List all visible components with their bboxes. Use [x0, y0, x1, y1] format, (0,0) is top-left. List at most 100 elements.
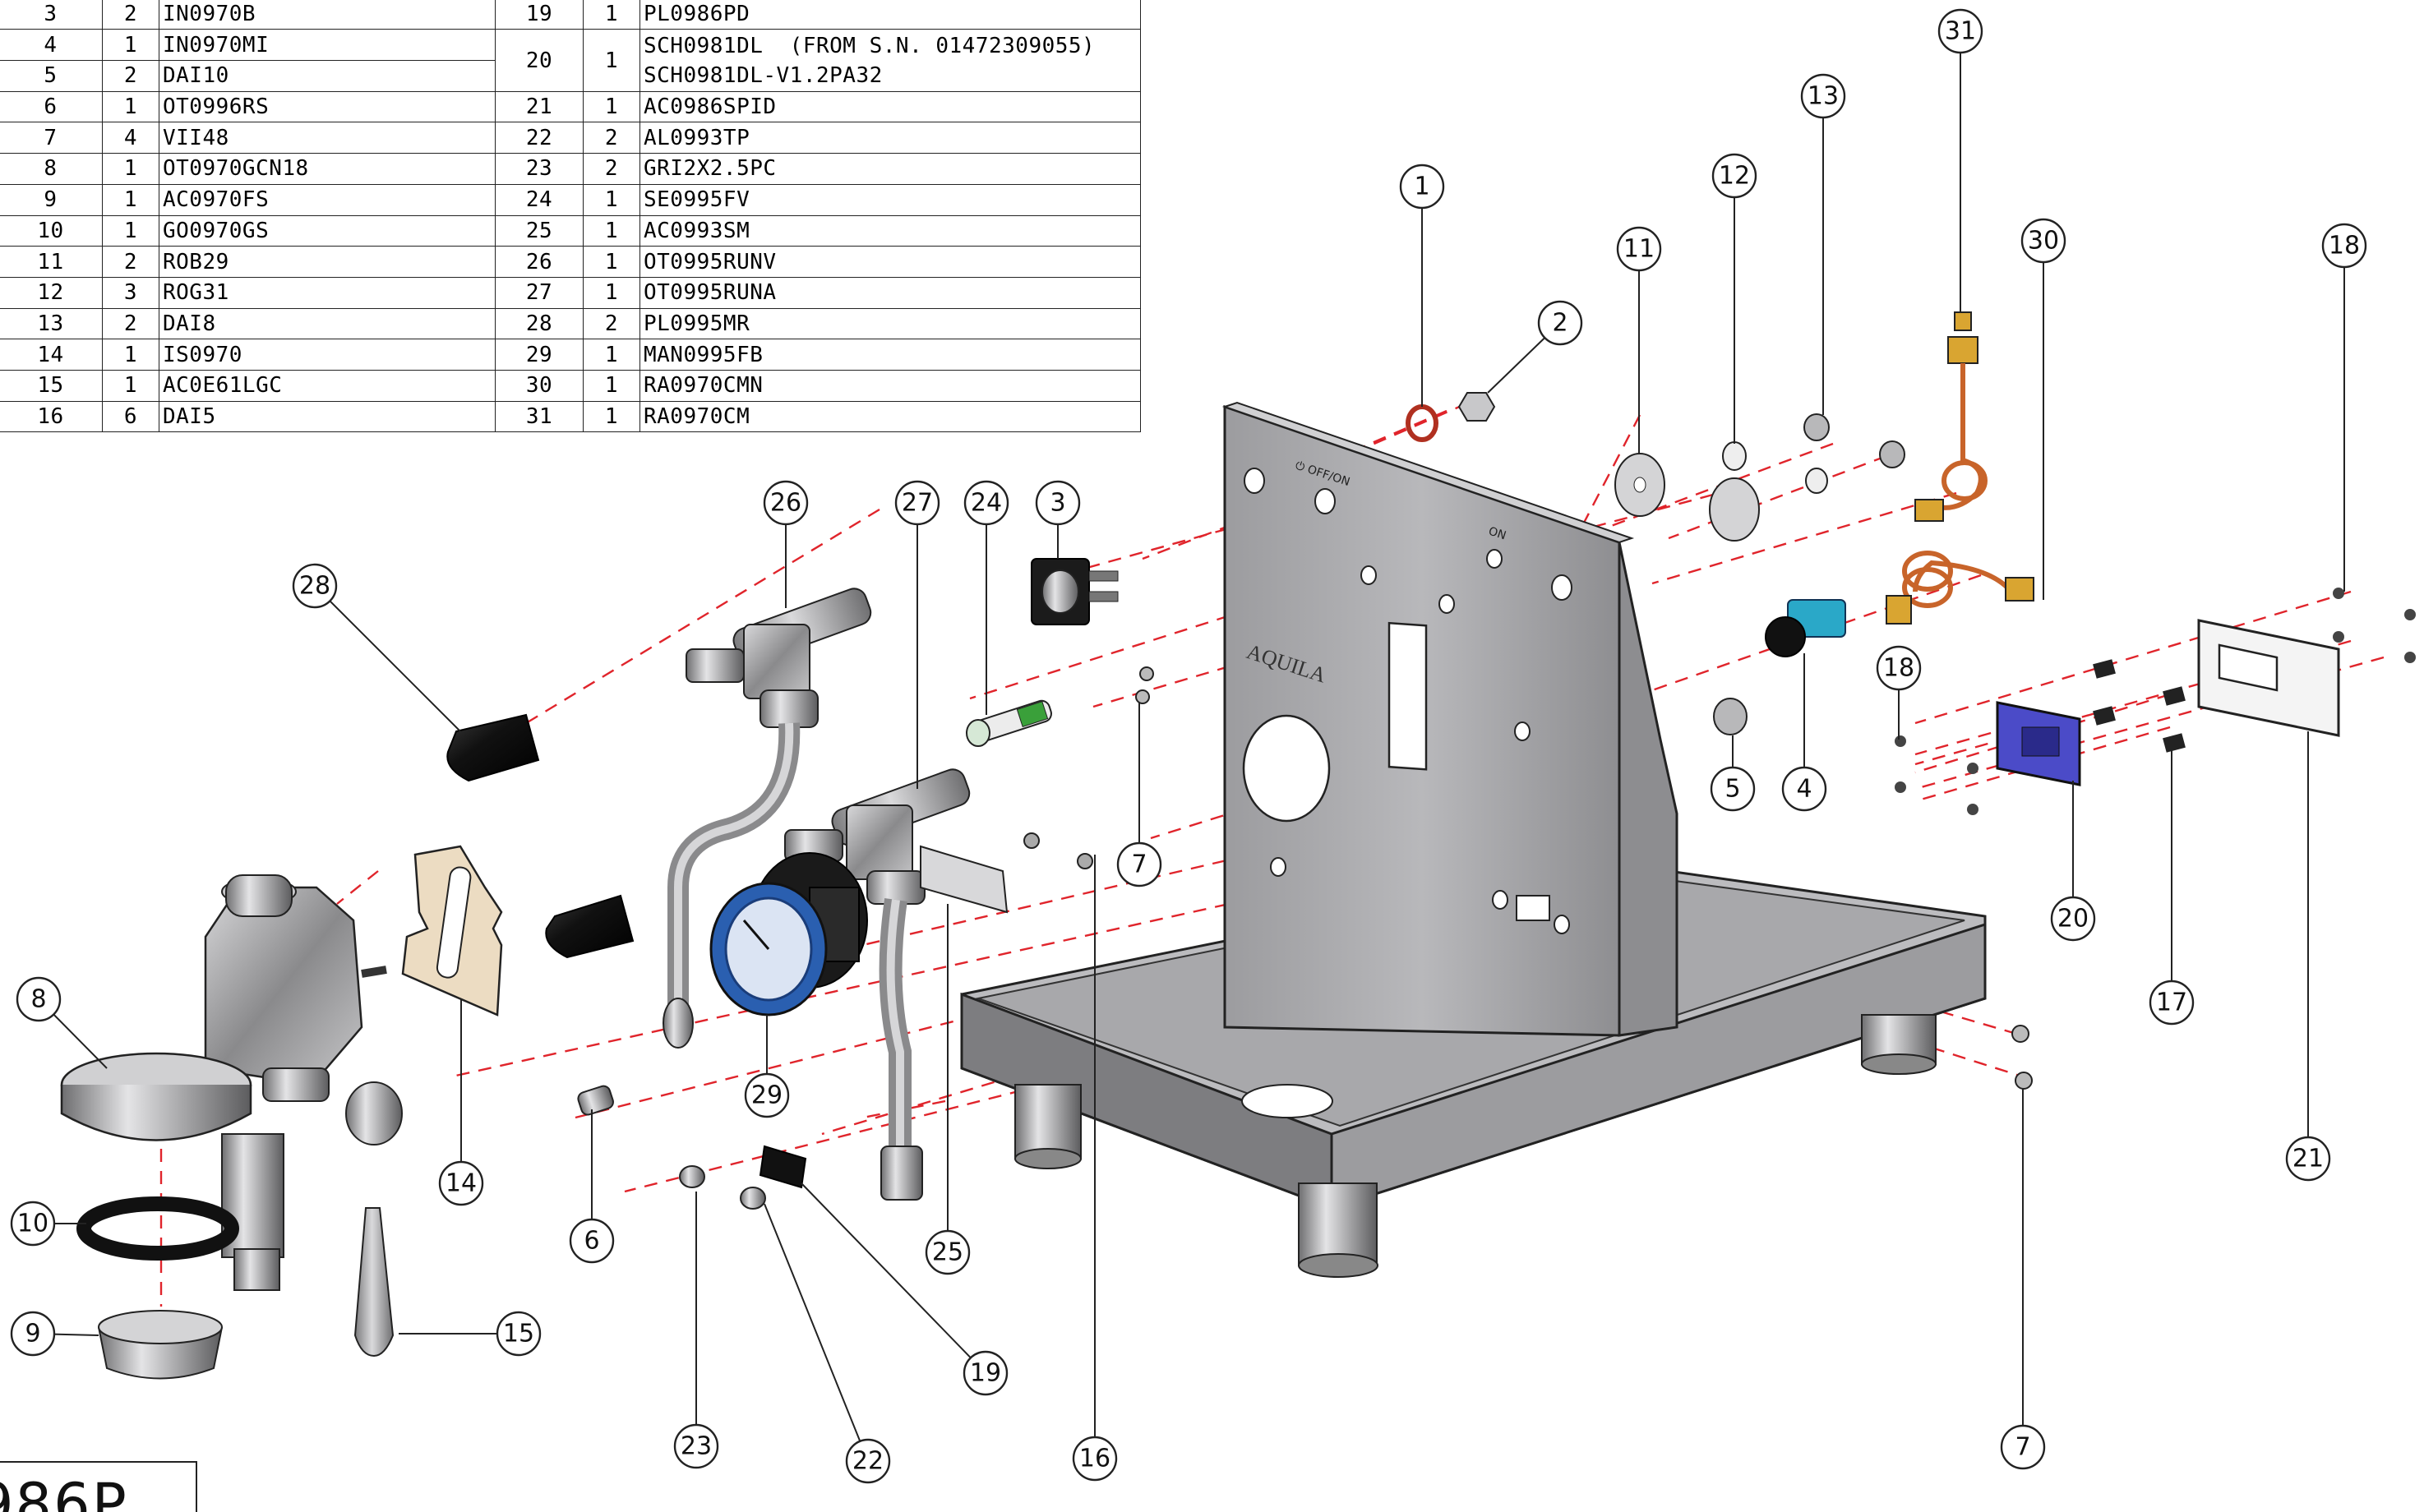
spacers-and-screws: [1895, 588, 2416, 815]
callout-number: 13: [1808, 82, 1839, 111]
callout-circle: [16, 976, 62, 1022]
group-head-part-8: [60, 874, 403, 1291]
bom-cell-n1: 15: [0, 369, 103, 402]
callout-29: 29: [744, 1072, 790, 1118]
callout-13: 13: [1800, 73, 1846, 119]
callout-circle: [10, 1311, 56, 1357]
bom-cell-n1: 3: [0, 0, 103, 30]
callout-circle: [438, 1160, 484, 1206]
bom-cell-n2: 26: [495, 246, 584, 278]
cover-plate-part-21: [2197, 619, 2340, 737]
bom-cell-c2: RA0970CM: [639, 400, 1141, 433]
callout-number: 26: [770, 489, 801, 518]
bom-cell-n2: 21: [495, 90, 584, 123]
bom-cell-q2: 1: [583, 29, 640, 92]
callout-number: 17: [2156, 989, 2187, 1017]
bom-cell-n1: 9: [0, 183, 103, 216]
bom-cell-c1: AC0E61LGC: [159, 369, 496, 402]
bom-cell-q1: 3: [102, 276, 159, 309]
callout-5: 5: [1710, 766, 1756, 812]
callout-7: 7: [2000, 1424, 2046, 1470]
callout-circle: [744, 1072, 790, 1118]
bracket-part-25: [920, 845, 1009, 914]
callout-18: 18: [1876, 645, 1922, 691]
callout-number: 6: [584, 1227, 599, 1256]
callout-number: 12: [1719, 162, 1750, 191]
callout-number: 9: [25, 1320, 40, 1348]
callout-number: 27: [902, 489, 933, 518]
callout-number: 10: [17, 1210, 48, 1238]
callout-circle: [2149, 980, 2195, 1026]
callout-circle: [894, 480, 940, 526]
bom-cell-q2: 1: [583, 339, 640, 371]
callout-10: 10: [10, 1201, 56, 1247]
callout-number: 28: [299, 572, 330, 601]
callout-number: 19: [970, 1359, 1001, 1388]
callout-9: 9: [10, 1311, 56, 1357]
bom-cell-q2: 1: [583, 400, 640, 433]
display-board-part-20: [1996, 701, 2081, 786]
bom-cell-n1: 4: [0, 29, 103, 62]
bill-of-materials-table: 23OT0970GH188VIPL3X832IN0970B191PL0986PD…: [0, 0, 1141, 433]
callout-6: 6: [569, 1218, 615, 1264]
callout-circle: [925, 1229, 971, 1275]
bom-cell-c1: IN0970B: [159, 0, 496, 30]
bom-cell-n2: 22: [495, 122, 584, 154]
copper-pipe-part-30: [1886, 551, 2034, 625]
callout-number: 4: [1796, 775, 1812, 804]
callout-17: 17: [2149, 980, 2195, 1026]
callout-circle: [569, 1218, 615, 1264]
callout-14: 14: [438, 1160, 484, 1206]
bom-cell-c2-line2: SCH0981DL-V1.2PA32: [644, 62, 883, 88]
small-fasteners: [577, 666, 2033, 1210]
callout-number: 23: [681, 1432, 712, 1461]
callout-circle: [1537, 300, 1583, 346]
bom-cell-c2: MAN0995FB: [639, 339, 1141, 371]
bom-cell-q1: 2: [102, 60, 159, 92]
gasket-part-10: [76, 1196, 239, 1261]
bom-cell-c1: ROB29: [159, 246, 496, 278]
bom-cell-n2: 28: [495, 307, 584, 340]
bom-cell-n2: 31: [495, 400, 584, 433]
bom-cell-c1: OT0996RS: [159, 90, 496, 123]
bom-cell-n1: 11: [0, 246, 103, 278]
callout-leader-line: [764, 1203, 869, 1462]
callout-circle: [1710, 766, 1756, 812]
callout-circle: [1035, 480, 1081, 526]
callout-16: 16: [1072, 1436, 1118, 1482]
callout-number: 8: [30, 985, 46, 1014]
callout-25: 25: [925, 1229, 971, 1275]
callout-number: 14: [446, 1169, 477, 1198]
callout-number: 7: [1131, 850, 1147, 879]
callout-circle: [963, 1350, 1009, 1396]
bom-cell-c2: GRI2X2.5PC: [639, 153, 1141, 185]
bom-cell-c1: VII48: [159, 122, 496, 154]
bom-cell-q1: 1: [102, 183, 159, 216]
bom-cell-q2: 1: [583, 0, 640, 30]
callout-circle: [2020, 218, 2066, 264]
callout-3: 3: [1035, 480, 1081, 526]
callout-number: 18: [1883, 654, 1914, 683]
knob-part-28-lower: [545, 894, 635, 959]
callout-number: 18: [2329, 232, 2360, 260]
callout-number: 15: [503, 1320, 534, 1348]
callout-7: 7: [1116, 841, 1162, 887]
bom-cell-c2: AC0993SM: [639, 214, 1141, 247]
callout-circle: [1781, 766, 1827, 812]
main-frame: AQUILA ⏻ OFF/ON ON: [960, 401, 1987, 1278]
bom-cell-n1: 5: [0, 60, 103, 92]
pressostat-part-4: [1765, 599, 1846, 657]
callout-circle: [1616, 226, 1662, 272]
sensor-part-24: [966, 699, 1052, 747]
knob-part-28-upper: [446, 713, 540, 782]
callout-number: 7: [2015, 1433, 2030, 1462]
callout-number: 16: [1079, 1445, 1110, 1473]
